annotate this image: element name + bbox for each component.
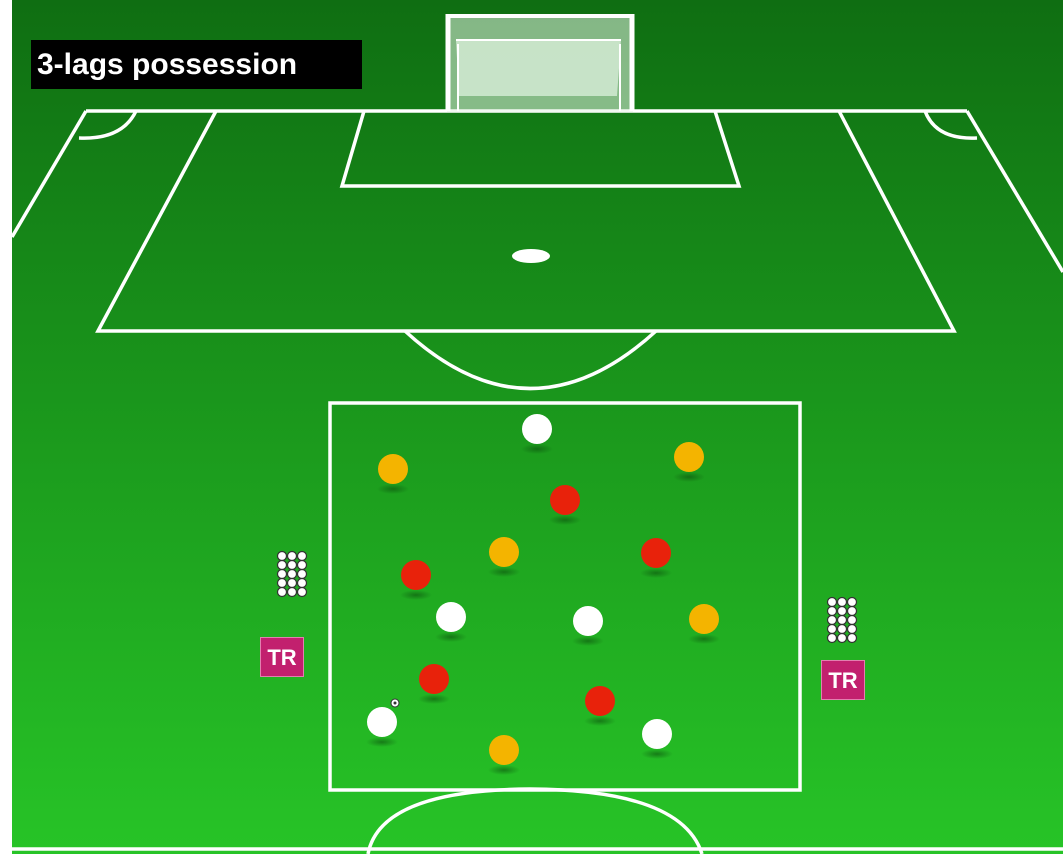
player-white xyxy=(435,602,467,642)
player-red xyxy=(418,664,450,704)
player-orange xyxy=(377,454,409,494)
player-red xyxy=(549,485,581,525)
drill-title: 3-lags possession xyxy=(31,40,362,89)
goal xyxy=(447,14,633,112)
ball-stack xyxy=(278,552,307,597)
ball xyxy=(391,699,399,707)
player-white xyxy=(366,707,398,747)
player-white xyxy=(641,719,673,759)
player-orange xyxy=(488,537,520,577)
player-red xyxy=(640,538,672,578)
player-white xyxy=(521,414,553,454)
player-red xyxy=(584,686,616,726)
trainer-left: TR xyxy=(260,637,304,677)
ball-stack xyxy=(828,598,857,643)
trainer-right: TR xyxy=(821,660,865,700)
player-red xyxy=(400,560,432,600)
player-white xyxy=(572,606,604,646)
player-orange xyxy=(488,735,520,775)
penalty-spot xyxy=(512,249,550,263)
player-orange xyxy=(673,442,705,482)
player-orange xyxy=(688,604,720,644)
